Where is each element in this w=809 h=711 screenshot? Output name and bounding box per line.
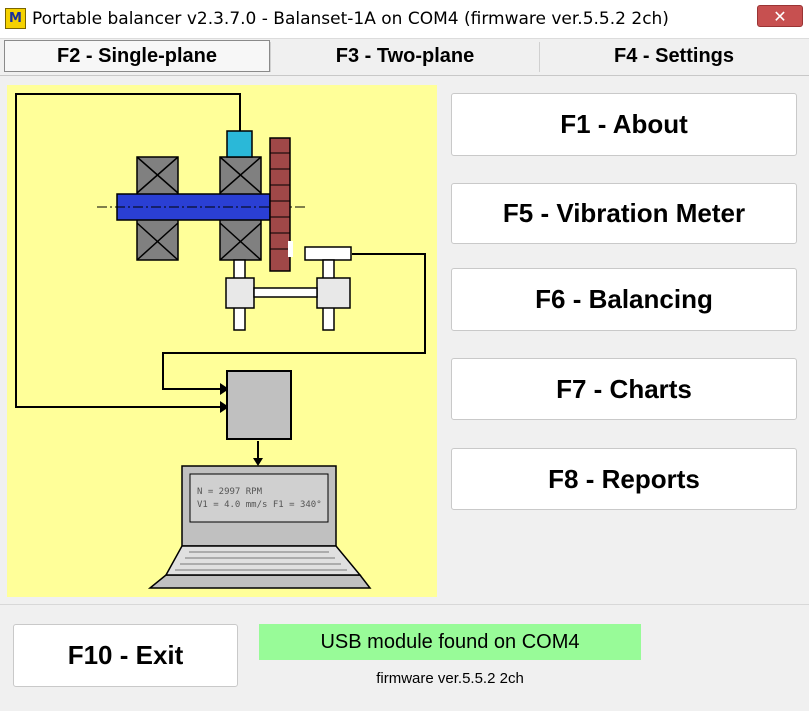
- single-plane-diagram: N = 2997 RPM V1 = 4.0 mm/s F1 = 340°: [7, 85, 437, 597]
- tab-settings[interactable]: F4 - Settings: [540, 40, 808, 72]
- balancing-setup-illustration: N = 2997 RPM V1 = 4.0 mm/s F1 = 340°: [15, 93, 426, 589]
- vibration-meter-button[interactable]: F5 - Vibration Meter: [451, 183, 797, 244]
- tab-bar: F2 - Single-plane F3 - Two-plane F4 - Se…: [0, 38, 809, 76]
- footer-divider: [0, 604, 809, 605]
- tab-separator: [270, 42, 271, 72]
- arrow-icon: [220, 401, 229, 413]
- close-button[interactable]: ✕: [757, 5, 803, 27]
- measurement-unit: [226, 370, 292, 440]
- exit-button[interactable]: F10 - Exit: [13, 624, 238, 687]
- phase-sensor: [304, 246, 352, 331]
- support-stand: [225, 259, 318, 331]
- rotor-disk: [269, 137, 293, 272]
- tab-separator: [539, 42, 540, 72]
- tab-two-plane[interactable]: F3 - Two-plane: [271, 40, 539, 72]
- arrow-icon: [220, 383, 229, 395]
- connection-status: USB module found on COM4: [259, 624, 641, 660]
- tab-single-plane[interactable]: F2 - Single-plane: [4, 40, 270, 72]
- arrow-icon: [253, 458, 263, 466]
- reports-button[interactable]: F8 - Reports: [451, 448, 797, 510]
- laptop-screen-line2: V1 = 4.0 mm/s F1 = 340°: [197, 500, 322, 510]
- title-bar: M Portable balancer v2.3.7.0 - Balanset-…: [0, 0, 809, 39]
- sensor-wiring: [15, 93, 426, 460]
- balancing-button[interactable]: F6 - Balancing: [451, 268, 797, 331]
- vibration-sensor: [226, 130, 253, 158]
- app-icon: M: [5, 8, 26, 29]
- firmware-version: firmware ver.5.5.2 2ch: [376, 670, 524, 687]
- charts-button[interactable]: F7 - Charts: [451, 358, 797, 420]
- close-icon: ✕: [773, 6, 787, 26]
- about-button[interactable]: F1 - About: [451, 93, 797, 156]
- window-title: Portable balancer v2.3.7.0 - Balanset-1A…: [32, 9, 669, 29]
- laptop-screen-line1: N = 2997 RPM: [197, 487, 263, 497]
- laptop-illustration: N = 2997 RPM V1 = 4.0 mm/s F1 = 340°: [147, 465, 372, 589]
- tab-divider: [0, 75, 809, 76]
